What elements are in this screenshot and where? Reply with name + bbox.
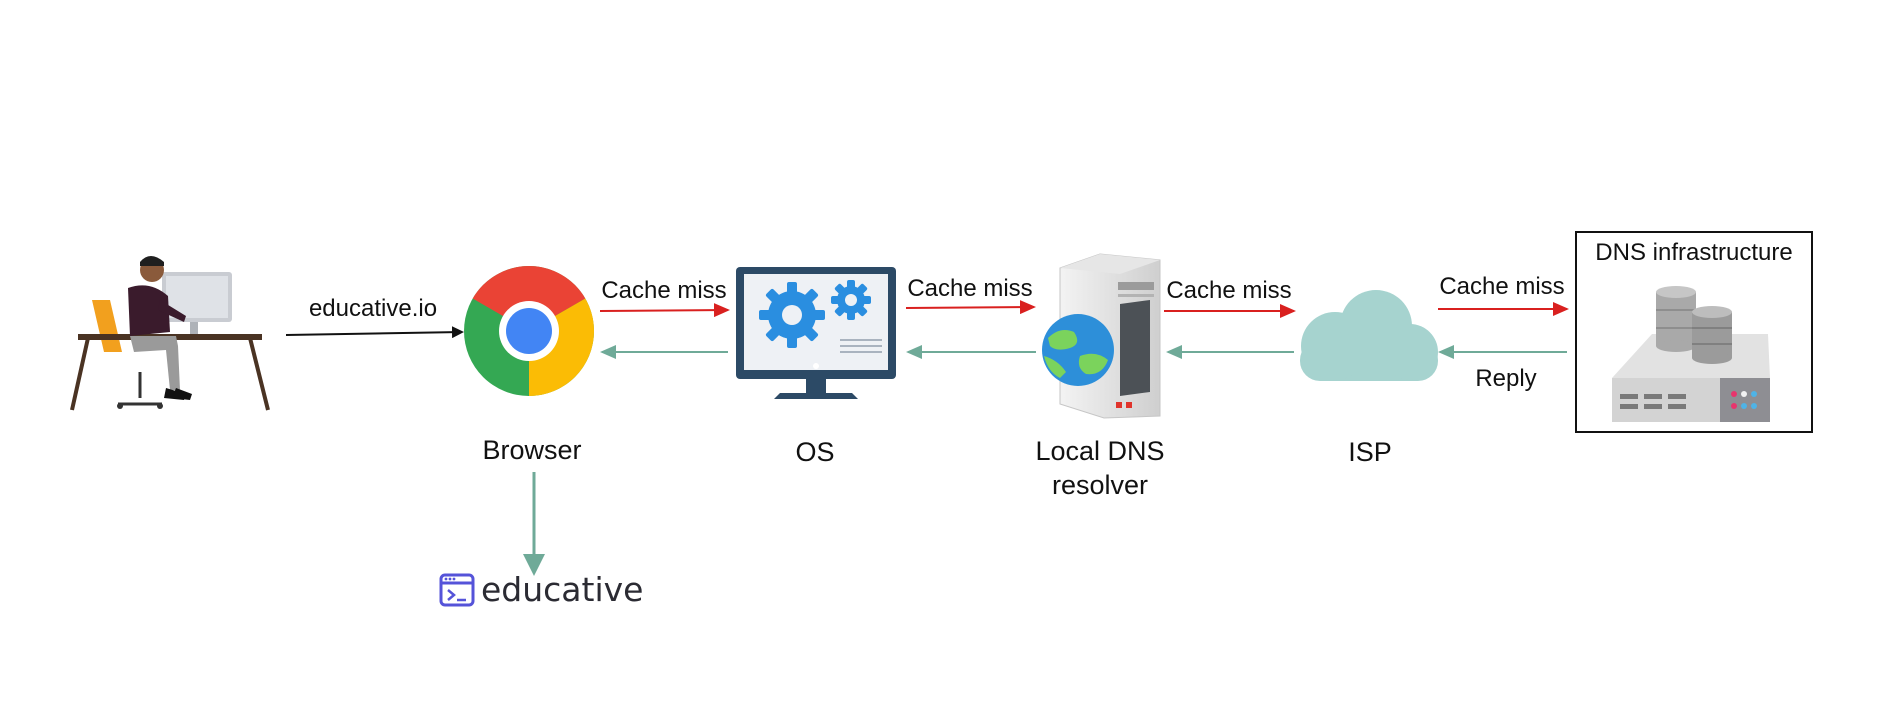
database-server-icon <box>1612 286 1770 422</box>
educative-logo-icon <box>439 573 475 607</box>
server-globe-icon <box>1042 253 1161 419</box>
os-resolver-miss-label: Cache miss <box>907 275 1032 302</box>
request-arrow <box>285 326 464 339</box>
educative-brand-text: educative <box>481 570 643 609</box>
reply-label: Reply <box>1475 365 1536 392</box>
browser-label: Browser <box>482 435 581 465</box>
resolver-label-line2: resolver <box>1052 470 1148 500</box>
resolver-isp-miss-label: Cache miss <box>1166 277 1291 304</box>
cloud-icon <box>1300 290 1438 381</box>
user-at-computer-icon <box>70 256 270 411</box>
resolver-label-line1: Local DNS <box>1035 436 1164 466</box>
request-label: educative.io <box>309 295 437 322</box>
monitor-gears-icon <box>736 267 896 399</box>
os-resolver-miss-arrow <box>905 300 1036 315</box>
browser-os-miss-label: Cache miss <box>601 277 726 304</box>
isp-dns-miss-label: Cache miss <box>1439 273 1564 300</box>
chrome-icon <box>464 265 595 396</box>
isp-label: ISP <box>1348 437 1392 467</box>
dns-infrastructure-label: DNS infrastructure <box>1595 239 1792 266</box>
os-label: OS <box>795 437 834 467</box>
browser-os-miss-arrow <box>599 303 730 318</box>
